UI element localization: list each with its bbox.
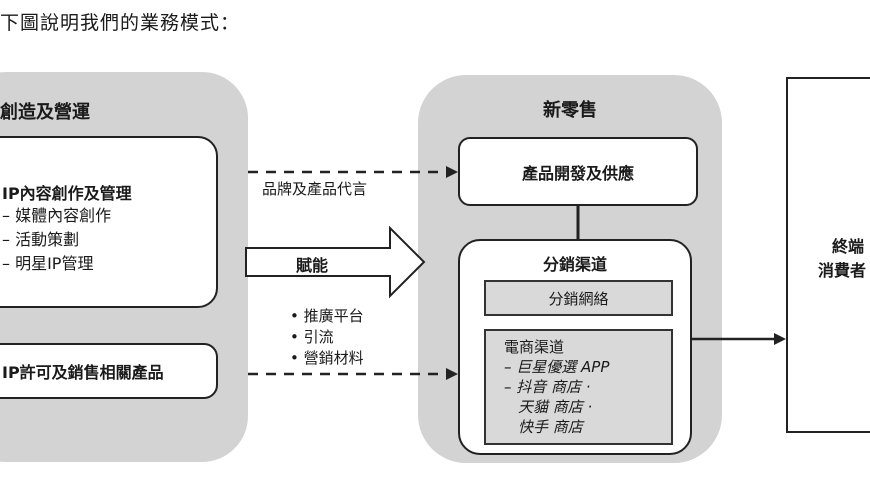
end-consumer-label: 終端 消費者 [818, 235, 866, 283]
ip-license-box: IP許可及銷售相關產品 [0, 343, 218, 399]
distribution-network-label: 分銷網絡 [548, 289, 609, 308]
left-panel-title: 創造及營運 [0, 102, 90, 123]
intro-text: 下圖說明我們的業務模式： [0, 12, 241, 34]
end-consumer-line-1: 終端 [832, 237, 865, 256]
empower-label: 賦能 [296, 256, 329, 275]
bullet-marketing-materials: • 營銷材料 [290, 349, 364, 367]
ip-item-events: – 活動策劃 [2, 230, 80, 249]
empower-big-arrow [245, 225, 426, 299]
center-panel-title: 新零售 [543, 100, 597, 121]
ecommerce-line-douyin: – 抖音 商店 · [504, 378, 591, 396]
ecommerce-title: 電商渠道 [504, 338, 565, 356]
ip-license-label: IP許可及銷售相關產品 [2, 363, 164, 382]
bullet-traffic: • 引流 [290, 328, 334, 346]
ecommerce-line-kuaishou: 快手 商店 [518, 418, 583, 436]
ip-content-title: IP內容創作及管理 [2, 184, 132, 203]
product-dev-box: 產品開發及供應 [458, 137, 698, 206]
distribution-box: 分銷渠道 分銷網絡 電商渠道 – 巨星優選 APP – 抖音 商店 · 天貓 商… [458, 239, 692, 455]
ecommerce-box: 電商渠道 – 巨星優選 APP – 抖音 商店 · 天貓 商店 · 快手 商店 [484, 329, 673, 445]
ecommerce-line-tmall: 天貓 商店 · [518, 398, 593, 416]
bullet-promotion-platform: • 推廣平台 [290, 307, 364, 325]
ip-item-star: – 明星IP管理 [2, 254, 94, 273]
ip-content-box: IP內容創作及管理 – 媒體內容創作 – 活動策劃 – 明星IP管理 [0, 136, 218, 308]
ip-item-media: – 媒體內容創作 [2, 206, 112, 225]
empower-bullets: • 推廣平台 • 引流 • 營銷材料 [290, 306, 364, 369]
distribution-network-box: 分銷網絡 [484, 280, 673, 316]
license-arrowhead [446, 368, 458, 380]
brand-endorsement-arrowhead [446, 166, 458, 178]
ecommerce-line-app: – 巨星優選 APP [504, 358, 610, 376]
brand-endorsement-label: 品牌及產品代言 [262, 180, 368, 198]
ip-content-items: – 媒體內容創作 – 活動策劃 – 明星IP管理 [2, 204, 111, 276]
end-consumer-line-2: 消費者 [818, 261, 867, 280]
distribution-title: 分銷渠道 [542, 255, 607, 274]
to-consumer-arrowhead [774, 333, 786, 345]
end-consumer-box: 終端 消費者 [786, 77, 870, 433]
product-dev-label: 產品開發及供應 [521, 163, 634, 183]
